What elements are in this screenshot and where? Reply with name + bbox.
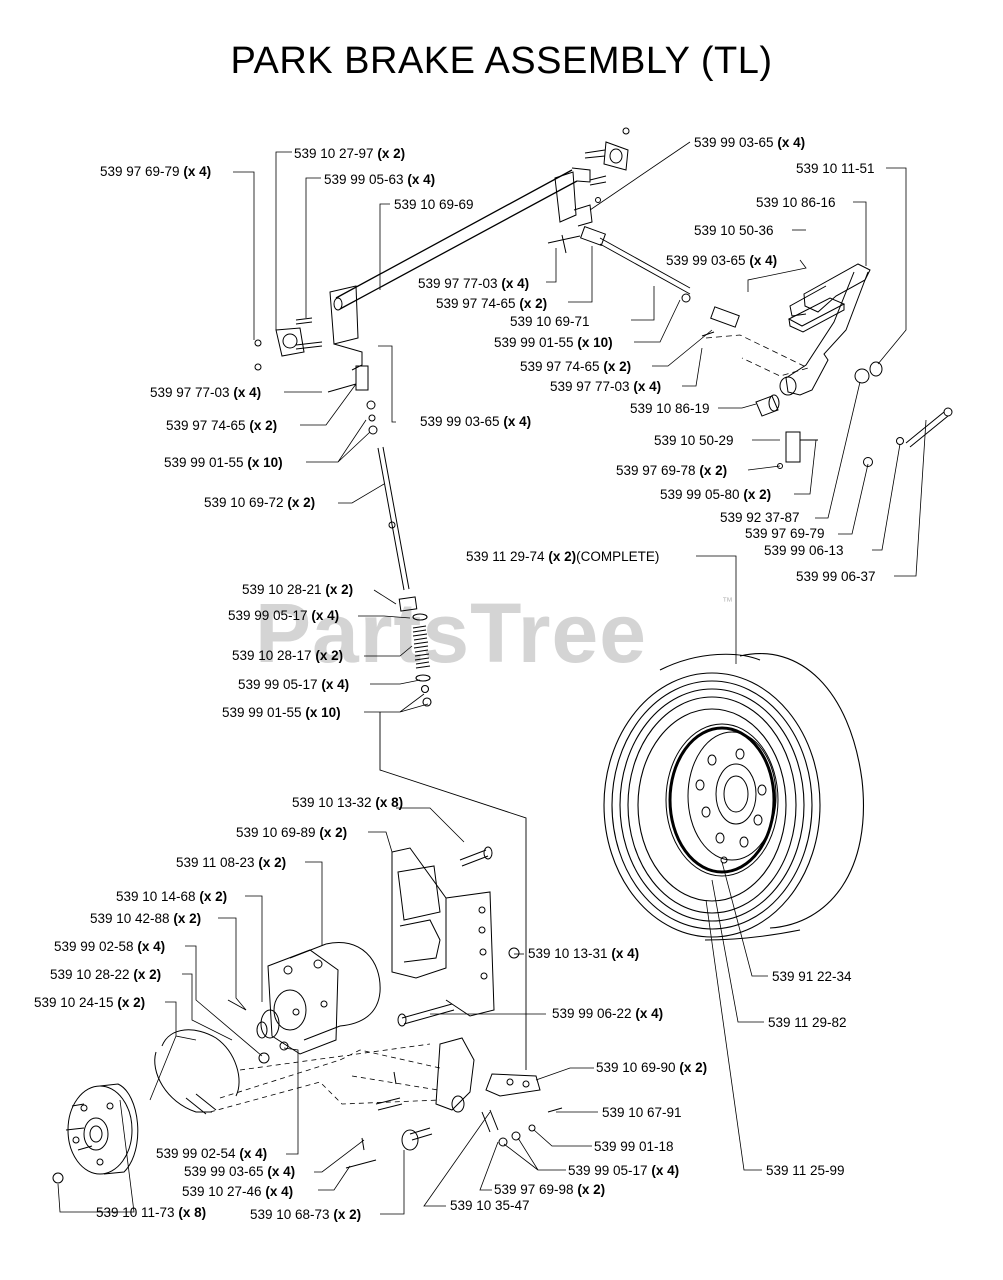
callout-label: 539 10 11-73 (x 8) xyxy=(96,1205,207,1220)
callout-label: 539 10 69-72 (x 2) xyxy=(204,495,316,510)
watermark: PartsTree xyxy=(255,586,647,680)
linkage-hardware xyxy=(481,1107,563,1147)
callout-label: 539 99 06-22 (x 4) xyxy=(552,1006,664,1021)
callout-label: 539 99 06-37 xyxy=(796,569,876,584)
callout-label: 539 11 29-82 xyxy=(768,1015,847,1030)
leader-lines xyxy=(57,141,927,1215)
watermark-trademark: ™ xyxy=(722,596,733,608)
callout-label: 539 99 01-55 (x 10) xyxy=(222,705,341,720)
callout-label: 539 97 77-03 (x 4) xyxy=(418,276,530,291)
callout-label: 539 99 02-54 (x 4) xyxy=(156,1146,268,1161)
callout-label: 539 97 74-65 (x 2) xyxy=(436,296,548,311)
callout-label: 539 10 67-91 xyxy=(602,1105,682,1120)
pivot-pin-assembly xyxy=(345,1071,433,1169)
brake-rod xyxy=(333,167,591,311)
callout-label: 539 10 68-73 (x 2) xyxy=(250,1207,362,1222)
brake-pedal xyxy=(779,263,883,396)
vertical-brake-rod xyxy=(377,446,418,612)
diagram-title: PARK BRAKE ASSEMBLY (TL) xyxy=(230,40,773,82)
callout-label: 539 10 69-71 xyxy=(510,314,590,329)
callout-label: 539 97 69-79 xyxy=(745,526,825,541)
clevis-upper-right xyxy=(547,225,691,295)
callout-label: 539 99 03-65 (x 4) xyxy=(666,253,778,268)
rod-mount-bracket-left xyxy=(329,285,363,371)
brake-lever-arm xyxy=(435,1037,541,1113)
flange-bearing-top xyxy=(584,127,630,203)
callout-label: 539 10 24-15 (x 2) xyxy=(34,995,146,1010)
callout-label: 539 99 05-17 (x 4) xyxy=(228,608,340,623)
rod-mount-bracket-right xyxy=(554,171,593,227)
wheel-tire xyxy=(603,653,864,941)
callout-label: 539 99 01-55 (x 10) xyxy=(164,455,283,470)
callout-label: 539 99 05-80 (x 2) xyxy=(660,487,772,502)
mount-bolt-top xyxy=(459,846,493,867)
callout-label: 539 97 77-03 (x 4) xyxy=(550,379,662,394)
callout-label: 539 99 05-17 (x 4) xyxy=(568,1163,680,1178)
callout-label: 539 11 08-23 (x 2) xyxy=(176,855,287,870)
callout-label: 539 10 50-29 xyxy=(654,433,734,448)
motor-key-and-nut xyxy=(227,999,289,1064)
callout-label: 539 97 74-65 (x 2) xyxy=(520,359,632,374)
callout-label: 539 99 05-63 (x 4) xyxy=(324,172,436,187)
callout-label: 539 99 01-55 (x 10) xyxy=(494,335,613,350)
callout-label: 539 10 69-89 (x 2) xyxy=(236,825,348,840)
callout-label: 539 99 02-58 (x 4) xyxy=(54,939,166,954)
pedal-stop-bracket xyxy=(777,431,818,469)
callout-label: 539 10 42-88 (x 2) xyxy=(90,911,202,926)
callout-label: 539 10 14-68 (x 2) xyxy=(116,889,228,904)
motor-mount-plate xyxy=(391,847,495,1017)
callout-label: 539 10 11-51 xyxy=(796,161,875,176)
brake-band xyxy=(154,1029,240,1115)
clevis-lower-right xyxy=(681,293,740,337)
callout-label: 539 97 77-03 (x 4) xyxy=(150,385,262,400)
hydraulic-motor xyxy=(256,942,381,1055)
mount-nut-right xyxy=(508,947,520,959)
callout-label: 539 91 22-34 xyxy=(772,969,852,984)
brake-drum-hub xyxy=(52,1083,139,1184)
clevis-left xyxy=(327,365,378,435)
callout-label: 539 10 28-17 (x 2) xyxy=(232,648,344,663)
pedal-bushing xyxy=(755,394,780,417)
callout-label: 539 97 74-65 (x 2) xyxy=(166,418,278,433)
assembly-guide-lower xyxy=(209,1043,441,1113)
pedal-pad xyxy=(787,297,846,333)
callout-label: 539 10 28-21 (x 2) xyxy=(242,582,354,597)
assembly-guide-top xyxy=(705,334,810,377)
callout-label: 539 11 29-74 (x 2)(COMPLETE) xyxy=(466,549,660,564)
callout-label: 539 99 06-13 xyxy=(764,543,844,558)
compression-spring xyxy=(412,613,432,707)
callout-label: 539 10 13-32 (x 8) xyxy=(292,795,404,810)
flange-bearing-left xyxy=(254,317,323,371)
callout-label: 539 99 01-18 xyxy=(594,1139,674,1154)
callout-label: 539 97 69-79 (x 4) xyxy=(100,164,212,179)
callout-label: 539 99 03-65 (x 4) xyxy=(184,1164,296,1179)
rod-guide-line xyxy=(379,712,527,1070)
callout-label: 539 10 35-47 xyxy=(450,1198,530,1213)
callout-label: 539 10 69-69 xyxy=(394,197,474,212)
callout-label: 539 10 27-97 (x 2) xyxy=(294,146,406,161)
callout-label: 539 10 69-90 (x 2) xyxy=(596,1060,708,1075)
callout-label: 539 99 03-65 (x 4) xyxy=(420,414,532,429)
callout-label: 539 97 69-78 (x 2) xyxy=(616,463,728,478)
wheel-rim xyxy=(665,723,779,877)
callout-label: 539 10 86-16 xyxy=(756,195,836,210)
callout-label: 539 97 69-98 (x 2) xyxy=(494,1182,606,1197)
callout-label: 539 10 86-19 xyxy=(630,401,710,416)
callout-label: 539 10 50-36 xyxy=(694,223,774,238)
callout-label: 539 10 27-46 (x 4) xyxy=(182,1184,294,1199)
callout-label: 539 11 25-99 xyxy=(766,1163,845,1178)
mount-bolt-bottom xyxy=(397,1003,455,1027)
callout-label: 539 10 13-31 (x 4) xyxy=(528,946,640,961)
pedal-pivot-bolt xyxy=(863,407,953,467)
callout-label: 539 10 28-22 (x 2) xyxy=(50,967,162,982)
callout-label: 539 92 37-87 xyxy=(720,510,800,525)
callout-label: 539 99 05-17 (x 4) xyxy=(238,677,350,692)
callout-label: 539 99 03-65 (x 4) xyxy=(694,135,806,150)
